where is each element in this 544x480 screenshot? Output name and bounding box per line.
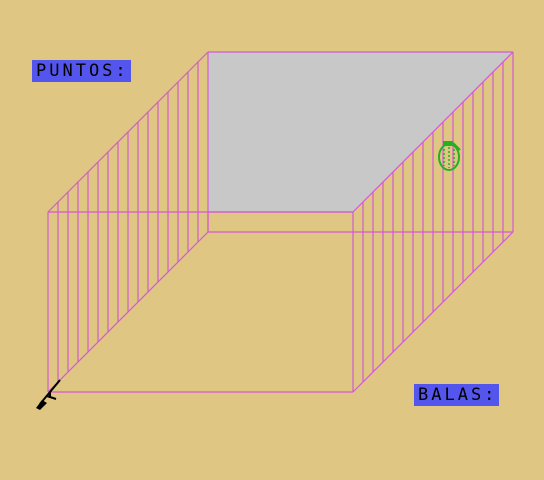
back-floor-panel bbox=[208, 52, 513, 212]
right-wall-bars bbox=[362, 62, 504, 382]
rifle-icon[interactable] bbox=[36, 379, 61, 410]
left-wall-bars bbox=[57, 62, 199, 382]
ammo-label: BALAS: bbox=[414, 384, 500, 406]
score-label: PUNTOS: bbox=[32, 60, 131, 82]
grenade-icon[interactable] bbox=[438, 141, 461, 171]
